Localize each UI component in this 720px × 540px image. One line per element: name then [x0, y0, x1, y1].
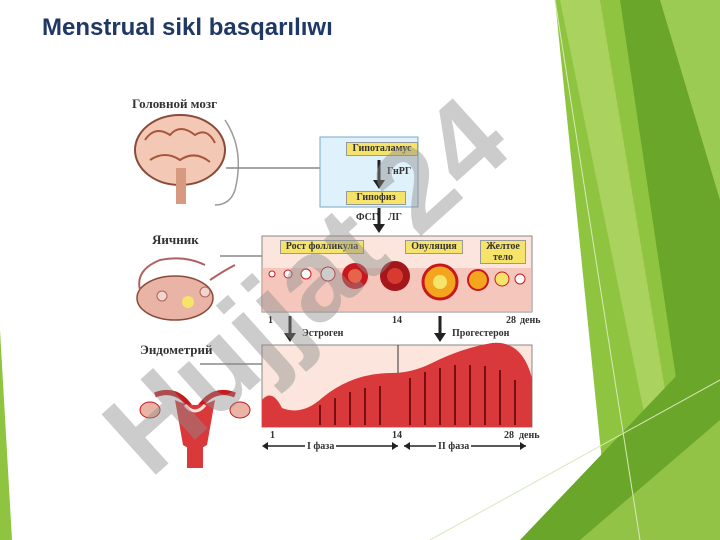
watermark-text: Hujjat 24: [79, 72, 533, 499]
phase1-label: I фаза: [305, 441, 337, 452]
ovary-day14-label: 14: [392, 315, 402, 326]
ovary-label: Яичник: [152, 232, 199, 247]
ovary-day28-label: 28: [506, 315, 516, 326]
endometrium-day28-label: 28: [504, 430, 514, 441]
follicle-growth-label: Рост фолликула: [280, 240, 364, 254]
lh-label: ЛГ: [388, 212, 402, 223]
estrogen-label: Эстроген: [302, 328, 344, 339]
hypothalamus-label: Гипоталамус: [346, 142, 418, 156]
endometrium-day1-label: 1: [270, 430, 275, 441]
ovulation-label: Овуляция: [405, 240, 463, 254]
corpus-luteum-label: Желтое тело: [480, 240, 526, 264]
ovary-day1-label: 1: [268, 315, 273, 326]
endometrium-glands: [319, 365, 516, 425]
endometrium-day-unit-label: день: [519, 430, 540, 441]
pituitary-label: Гипофиз: [346, 191, 406, 205]
endometrium-layer: [262, 342, 532, 427]
phase2-label: II фаза: [436, 441, 472, 452]
follicles: [268, 261, 526, 301]
uterus-illustration: [139, 390, 251, 468]
brain-label: Головной мозг: [132, 96, 217, 111]
endometrium-day14-label: 14: [392, 430, 402, 441]
progesterone-label: Прогестерон: [452, 328, 510, 339]
fsh-label: ФСГ: [356, 212, 379, 223]
gnrh-label: ГнРГ: [387, 166, 412, 177]
slide-title: Menstrual sikl basqarılıwı: [42, 14, 333, 41]
ovary-day-unit-label: день: [520, 315, 541, 326]
ovary-illustration: [136, 257, 236, 321]
endometrium-label: Эндометрий: [140, 342, 213, 357]
brain-illustration: [134, 114, 240, 206]
